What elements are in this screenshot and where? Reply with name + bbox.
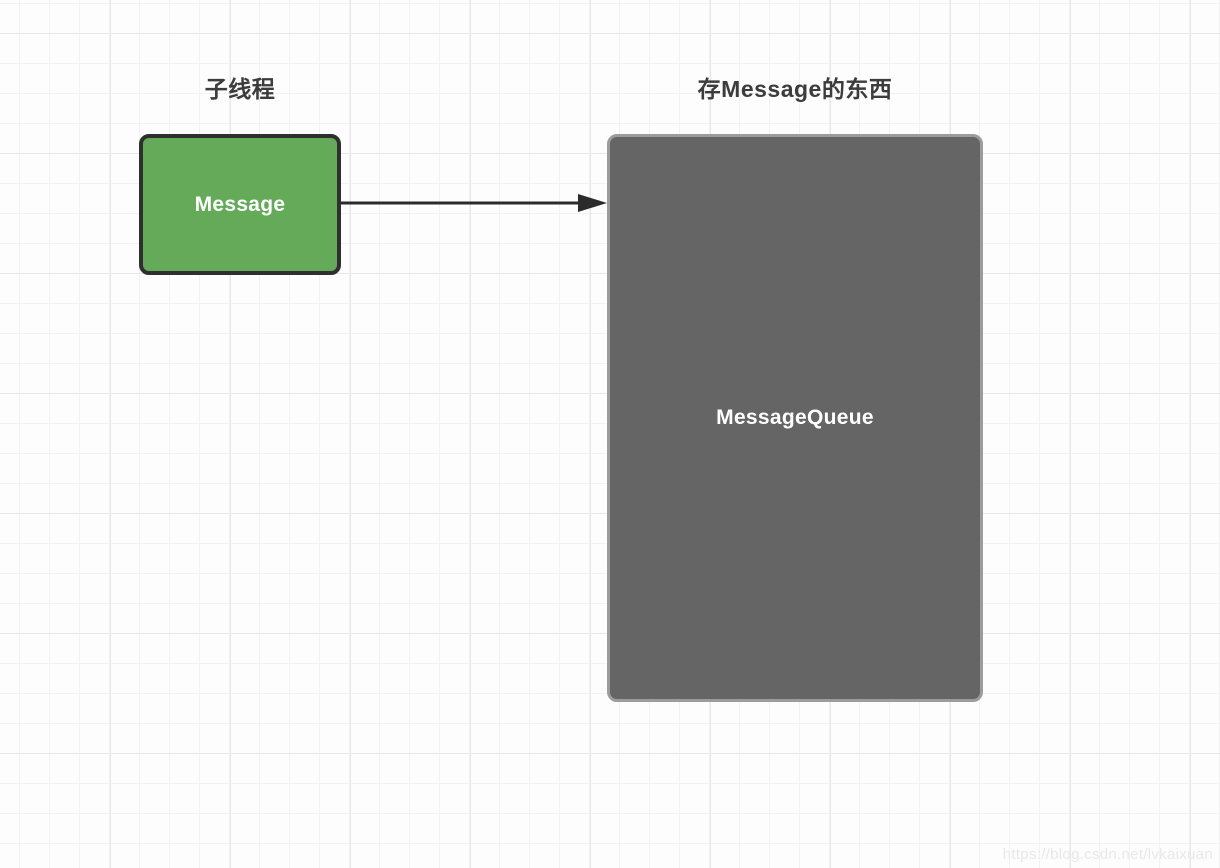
message-queue-node-label: MessageQueue — [716, 406, 874, 429]
message-store-title: 存Message的东西 — [697, 76, 893, 102]
watermark: https://blog.csdn.net/lvkaixuan — [1002, 846, 1213, 863]
message-node: Message — [139, 134, 341, 275]
child-thread-title: 子线程 — [204, 76, 276, 102]
message-queue-node: MessageQueue — [607, 134, 983, 702]
right-arrow-icon — [341, 194, 607, 212]
message-node-label: Message — [194, 192, 286, 216]
